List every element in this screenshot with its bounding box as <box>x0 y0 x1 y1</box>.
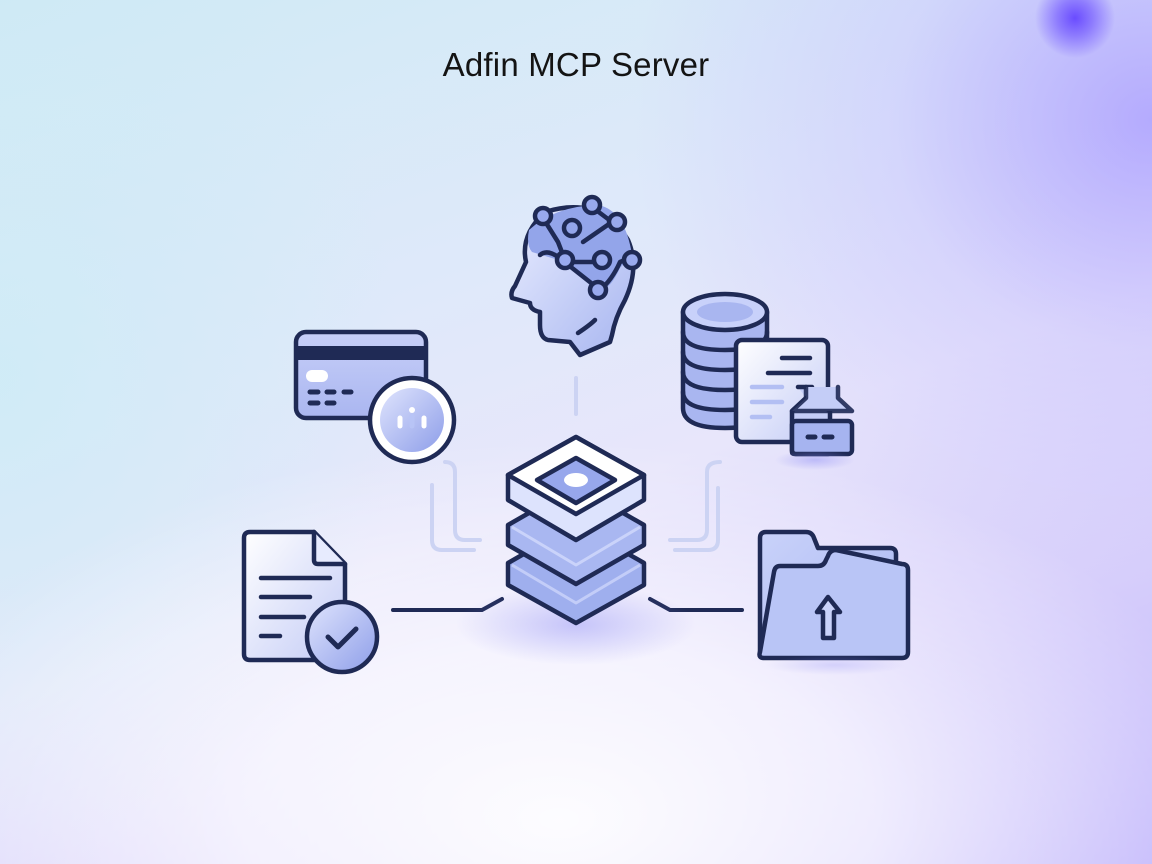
folder-upload-icon <box>757 529 911 661</box>
document-check-icon <box>241 529 380 675</box>
credit-card-analytics-icon <box>293 329 457 465</box>
brain-circuit-head-icon <box>509 194 643 358</box>
page-title: Adfin MCP Server <box>442 46 710 83</box>
faint-connectors <box>430 376 722 552</box>
server-stack-icon <box>505 434 647 626</box>
database-document-lock-icon <box>680 291 855 457</box>
folder-shadow <box>765 655 905 675</box>
lock-shadow <box>775 450 855 470</box>
